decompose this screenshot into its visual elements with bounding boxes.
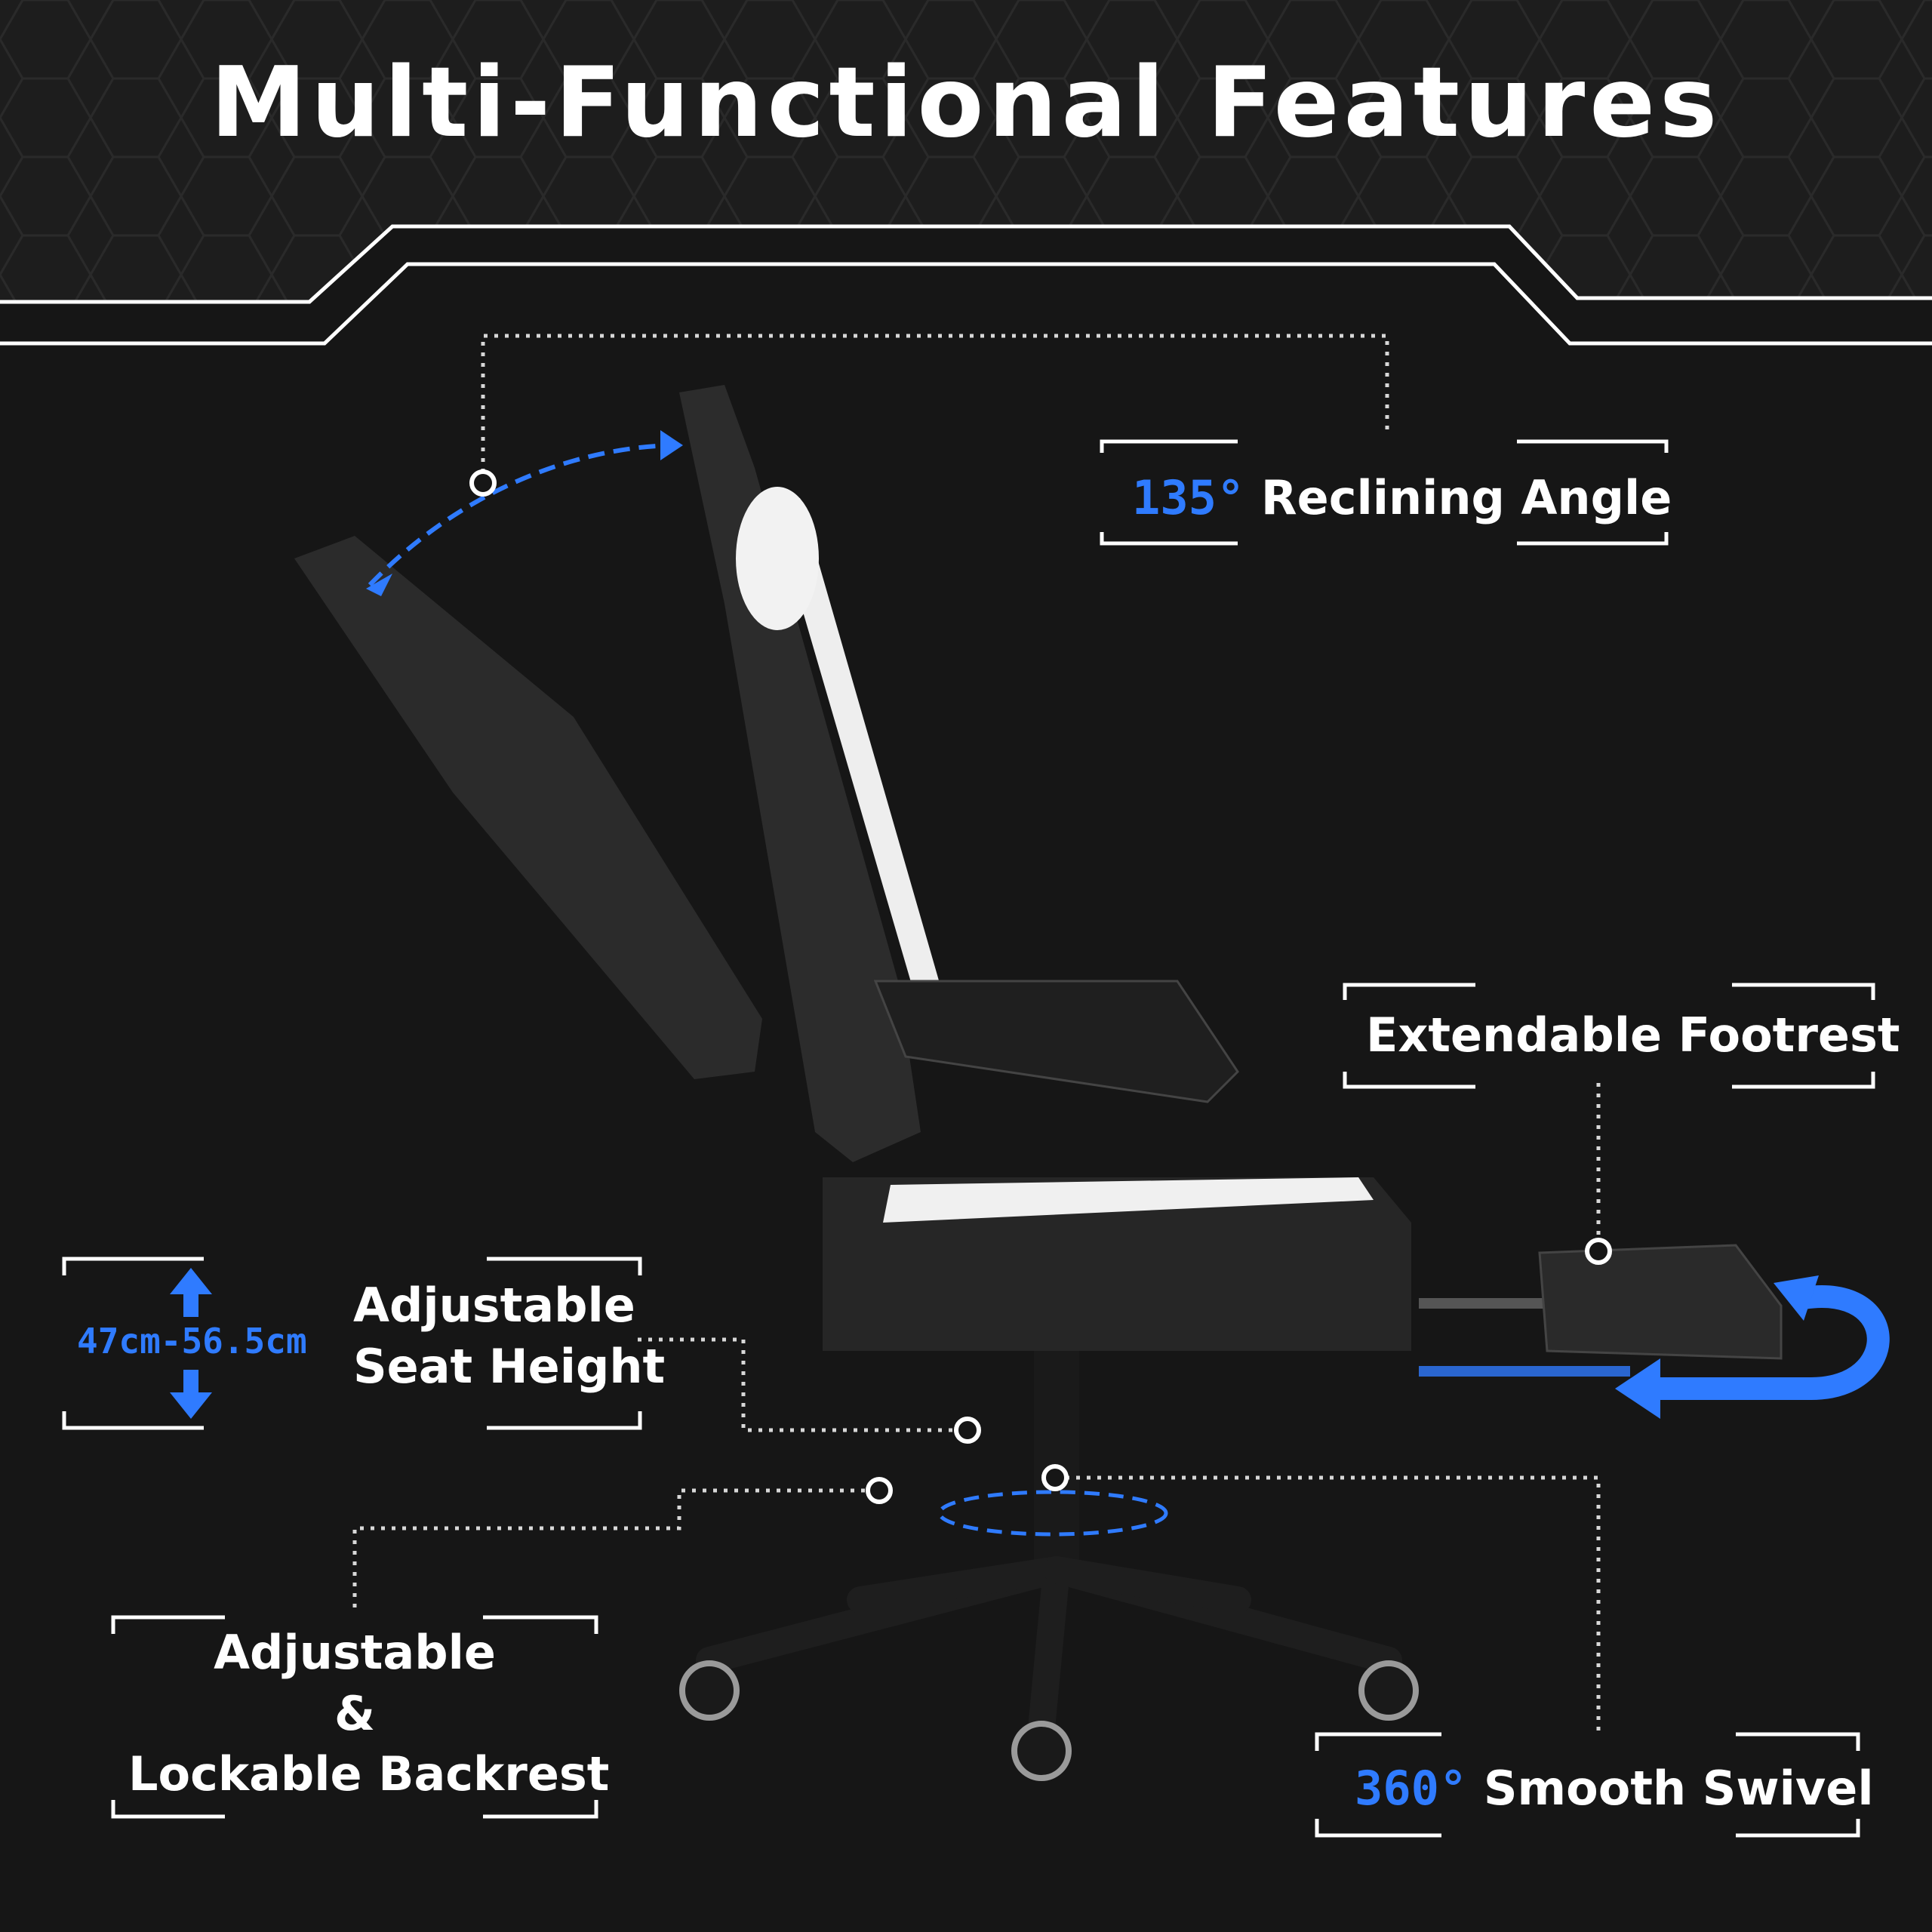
footrest-extend-arrow — [1645, 1285, 1890, 1400]
leader-dot — [1041, 1464, 1069, 1491]
headrest-pillow — [736, 487, 819, 630]
down-arrow — [170, 1370, 212, 1419]
leader-dot — [469, 469, 497, 497]
backrest-line1: Adjustable — [214, 1625, 496, 1680]
header-banner — [0, 0, 1932, 347]
recline-callout: 135° Reclining Angle — [1132, 468, 1672, 529]
caster-wheel — [1358, 1660, 1419, 1721]
recline-label: Reclining Angle — [1260, 470, 1672, 525]
page-title: Multi-Functional Features — [210, 47, 1722, 159]
leader-lines — [352, 334, 1601, 1736]
leader-dots — [469, 469, 1612, 1504]
leader-dot — [866, 1477, 893, 1504]
height-arrows — [170, 1268, 212, 1419]
armrest — [873, 980, 1239, 1103]
swivel-label: Smooth Swivel — [1483, 1761, 1874, 1816]
swivel-ring — [937, 1490, 1168, 1537]
seat-height-line1: Adjustable — [353, 1278, 635, 1333]
recline-arc-arrow — [368, 443, 680, 587]
swivel-angle-value: 360° — [1355, 1761, 1468, 1816]
seat-height-line2: Seat Height — [353, 1338, 666, 1394]
footrest-bar — [1419, 1298, 1555, 1309]
chair-base — [696, 1556, 1402, 1742]
backrest-line2: & — [334, 1685, 376, 1741]
backrest-line3: Lockable Backrest — [128, 1746, 610, 1802]
backrest-callout: Adjustable & Lockable Backrest — [128, 1623, 610, 1805]
reclined-backrest — [294, 536, 762, 1079]
leader-dot — [1585, 1238, 1612, 1265]
footrest-bar-2 — [1419, 1366, 1630, 1377]
caster-wheel — [679, 1660, 740, 1721]
seat-height-range: 47cm-56.5cm — [77, 1321, 307, 1361]
gaming-chair-illustration — [294, 385, 1890, 1781]
label-frames — [62, 439, 1875, 1838]
swivel-callout: 360° Smooth Swivel — [1355, 1758, 1874, 1820]
seat-height-callout: Adjustable Seat Height — [353, 1275, 665, 1397]
seat-cushion — [823, 1177, 1411, 1351]
caster-wheel — [1011, 1721, 1072, 1781]
footrest-pad — [1538, 1244, 1783, 1360]
recline-angle-value: 135° — [1132, 470, 1245, 525]
leader-dot — [954, 1417, 981, 1444]
up-arrow — [170, 1268, 212, 1317]
footrest-callout: Extendable Footrest — [1366, 1008, 1900, 1063]
